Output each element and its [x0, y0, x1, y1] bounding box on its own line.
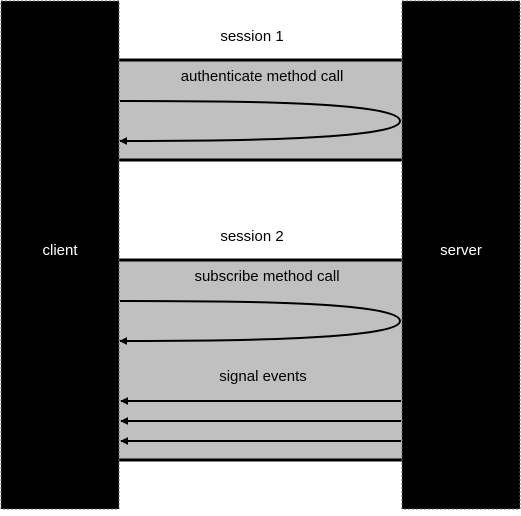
authenticate-roundtrip-arrow [119, 100, 402, 145]
client-label: client [42, 242, 78, 259]
authenticate-method-call-label: authenticate method call [181, 68, 344, 85]
subscribe-method-call-label: subscribe method call [194, 268, 339, 285]
session-1-box [119, 58, 402, 162]
signal-events-label: signal events [219, 368, 307, 385]
signal-event-arrows [120, 397, 401, 445]
server-lifeline: server [401, 0, 521, 510]
session-1-title: session 1 [220, 28, 283, 45]
session-2-title: session 2 [220, 228, 283, 245]
subscribe-roundtrip-arrow [119, 300, 402, 345]
client-lifeline: client [0, 0, 120, 510]
server-label: server [440, 242, 482, 259]
session-2-box [119, 258, 402, 462]
